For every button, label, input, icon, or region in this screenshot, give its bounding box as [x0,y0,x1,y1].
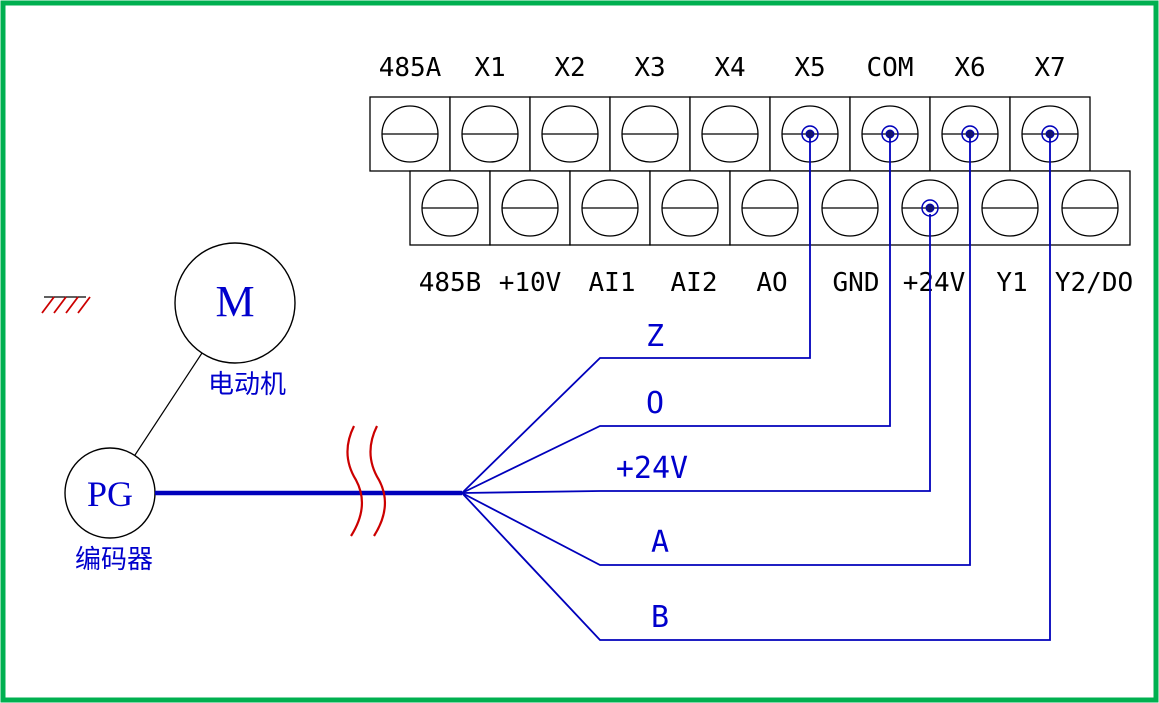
wire-label-z: Z [646,319,664,354]
ground-hatch [41,296,55,314]
motor-encoder-link [134,352,203,456]
ground-hatch [77,296,91,314]
terminal-label-com: COM [867,53,914,83]
terminal-label-y1: Y1 [996,268,1027,298]
motor: M 电动机 [174,242,296,400]
terminal-AI1 [569,170,651,246]
terminal-X1 [449,96,531,172]
terminal-Y2/DO [1049,170,1131,246]
terminal-X2 [529,96,611,172]
terminal-label-485b: 485B [419,268,482,298]
terminal-X4 [689,96,771,172]
terminal-label-485a: 485A [379,53,442,83]
wire-z [461,138,811,494]
terminal-label-x2: X2 [554,53,585,83]
wire-label-24v: +24V [616,451,688,486]
terminal-label-x5: X5 [794,53,825,83]
signal-wires [461,138,1051,641]
terminal-AO [729,170,811,246]
terminal-AI2 [649,170,731,246]
motor-symbol: M [215,277,254,326]
terminal-485A [369,96,451,172]
cable-break-marks [346,425,386,537]
terminal-Y1 [969,170,1051,246]
terminal-X3 [609,96,691,172]
terminal-GND [809,170,891,246]
wire-24v [461,214,931,494]
wire-connection-dot [885,129,895,139]
terminal-labels-bottom: 485B +10V AI1 AI2 AO GND +24V Y1 Y2/DO [419,268,1133,298]
ground-symbol [41,296,91,314]
terminal-label-x3: X3 [634,53,665,83]
wire-b [461,138,1051,641]
terminal-label-10v: +10V [499,268,562,298]
ground-hatch [53,296,67,314]
wire-connection-dot [925,203,935,213]
terminal-label-x4: X4 [714,53,745,83]
terminal-+10V [489,170,571,246]
terminal-label-x7: X7 [1034,53,1065,83]
terminal-label-gnd: GND [833,268,880,298]
terminal-label-ao: AO [756,268,787,298]
encoder-symbol: PG [87,474,133,514]
wire-a [461,138,971,566]
terminal-label-x6: X6 [954,53,985,83]
terminal-labels-top: 485A X1 X2 X3 X4 X5 COM X6 X7 [379,53,1066,83]
wire-connection-dot [805,129,815,139]
wire-label-b: B [651,600,669,635]
wire-connection-dot [965,129,975,139]
break-mark [346,425,363,537]
encoder: PG 编码器 [64,447,156,575]
terminal-label-ai1: AI1 [589,268,636,298]
ground-hatch [65,296,79,314]
motor-circle [174,242,296,364]
terminal-+24V [889,170,971,246]
terminal-label-y2do: Y2/DO [1055,268,1133,298]
terminal-label-x1: X1 [474,53,505,83]
wire-label-o: O [646,386,664,421]
wire-connection-dot [1045,129,1055,139]
wire-labels: Z O +24V A B [616,319,688,635]
encoder-label: 编码器 [75,545,153,575]
terminal-row-top [369,96,1091,172]
terminal-row-bottom [409,170,1131,246]
break-mark [369,425,386,537]
terminal-label-ai2: AI2 [671,268,718,298]
wire-o [461,138,891,494]
terminal-485B [409,170,491,246]
terminal-label-24v: +24V [903,268,966,298]
wire-label-a: A [651,525,669,560]
motor-label: 电动机 [208,370,286,400]
